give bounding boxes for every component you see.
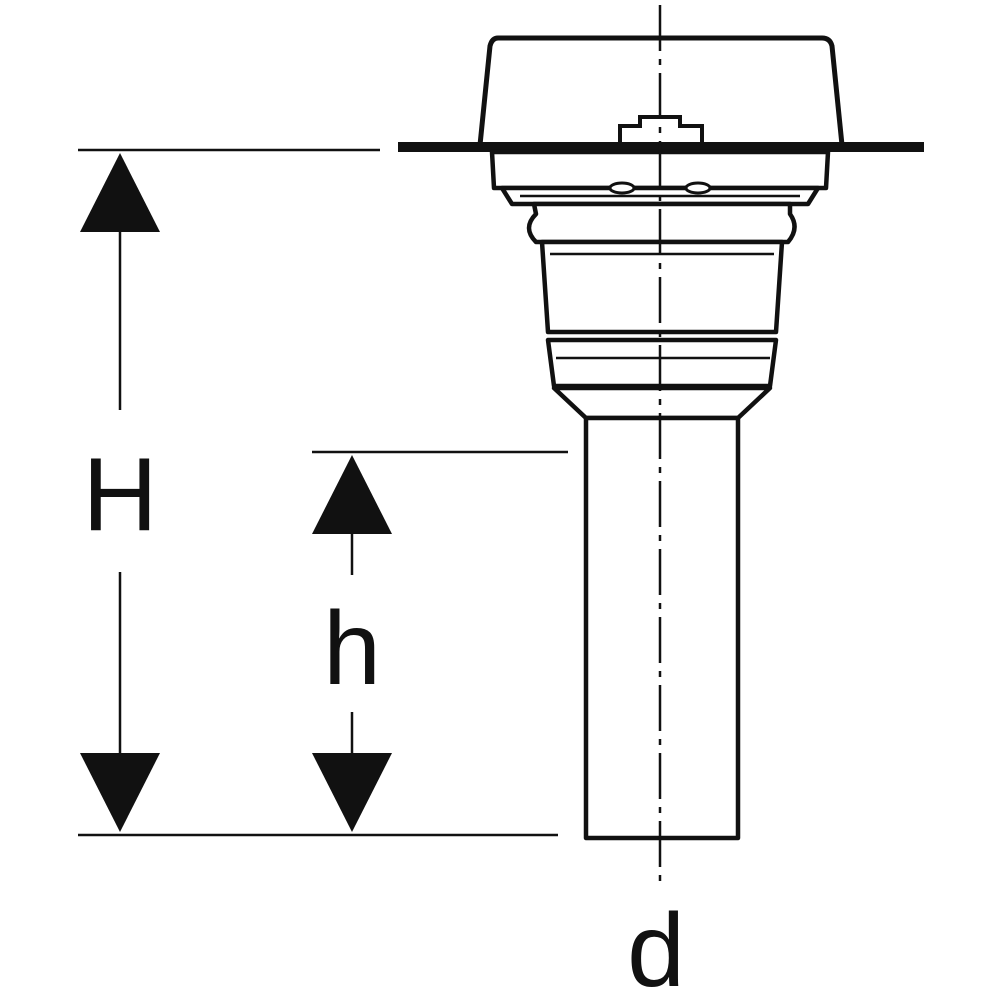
arrow-up-icon — [80, 153, 160, 232]
dimension-h: h — [312, 455, 392, 832]
dimension-H: H — [80, 153, 160, 832]
dimension-label-H: H — [82, 437, 157, 553]
arrow-up-icon — [312, 455, 392, 534]
extension-lines — [78, 148, 568, 837]
arrow-down-icon — [80, 753, 160, 832]
dimension-label-h: h — [323, 591, 381, 707]
arrow-down-icon — [312, 753, 392, 832]
diameter-label-d: d — [627, 893, 685, 1000]
